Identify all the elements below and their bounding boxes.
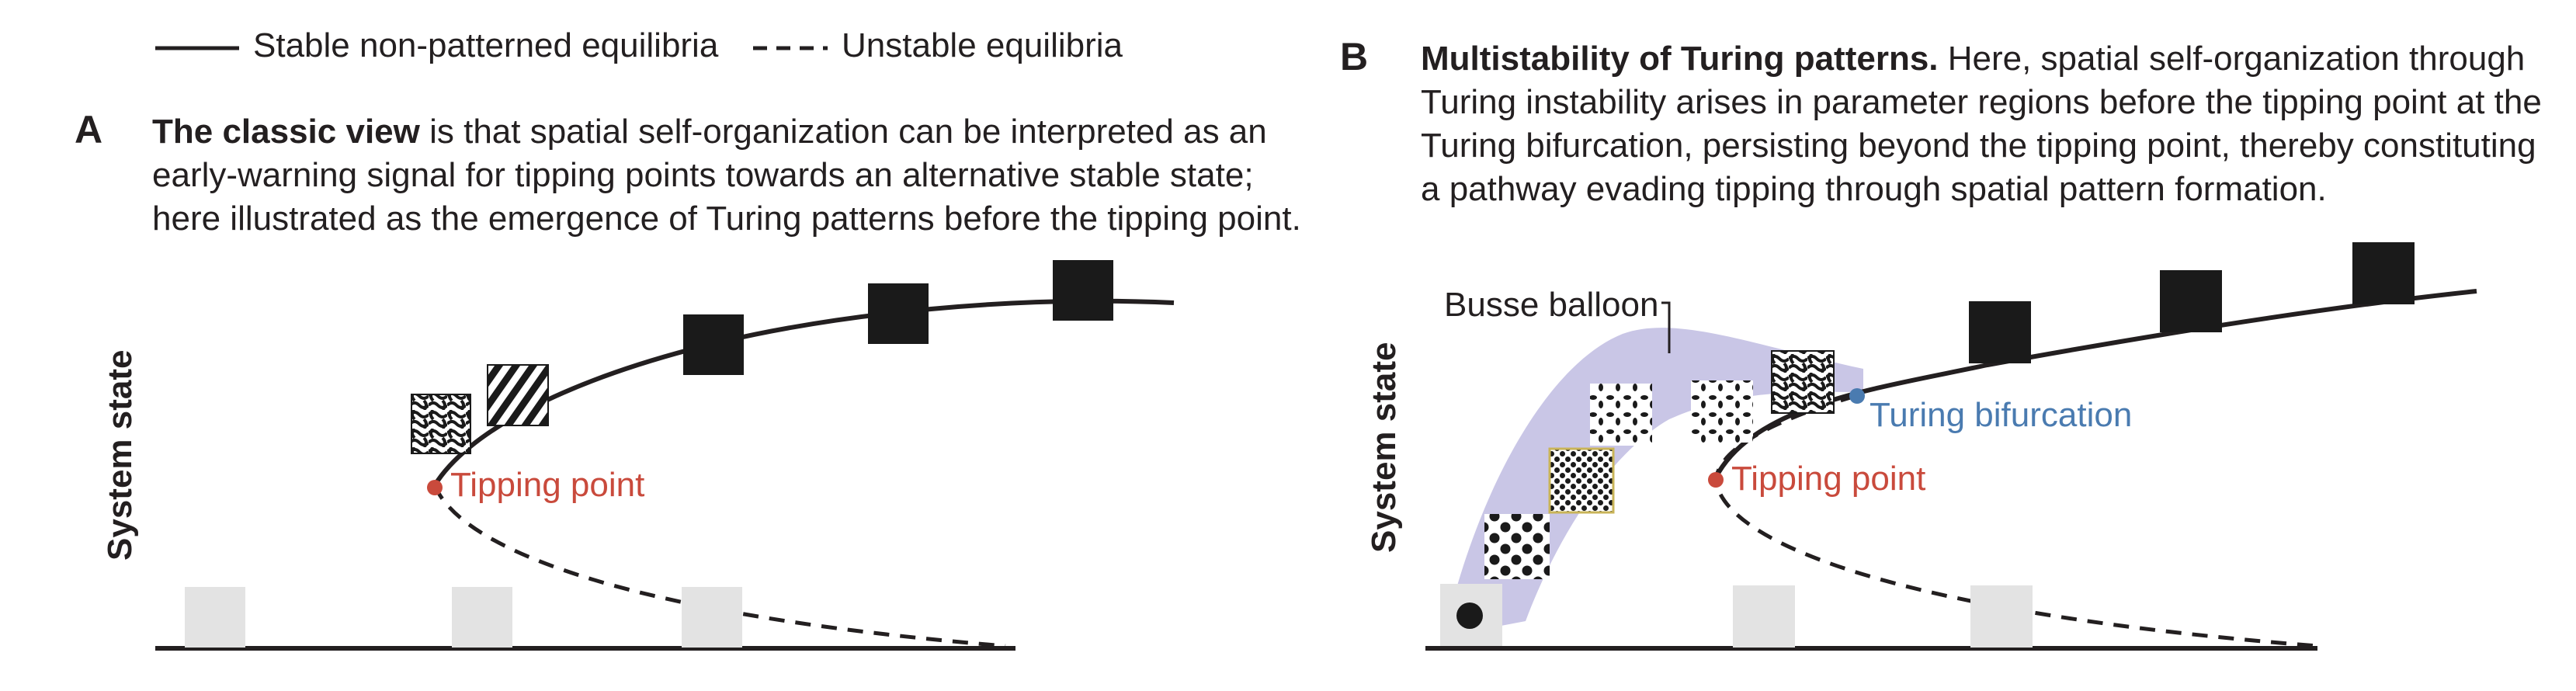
panel-b-turing-dot (1849, 388, 1865, 404)
panel-a-tile-light-2 (452, 587, 512, 648)
panel-b-tile-light-1 (1733, 585, 1795, 648)
panel-b-caption-line4: a pathway evading tipping through spatia… (1421, 170, 2327, 208)
panel-b-tile-light-2 (1970, 585, 2033, 648)
panel-a-caption: The classic view is that spatial self-or… (152, 110, 1301, 241)
panel-b-caption-line3: Turing bifurcation, persisting beyond th… (1421, 127, 2536, 165)
panel-b-caption-line1: Here, spatial self-organization through (1938, 40, 2526, 78)
panel-b-labyrinth-2 (1691, 380, 1753, 443)
spot-pattern-icon (1484, 514, 1550, 579)
dot-icon-mark (1456, 602, 1483, 629)
panel-a-tile-light-1 (185, 587, 245, 648)
panel-b-tipping-dot (1708, 472, 1724, 488)
labyrinth-pattern-icon (411, 394, 471, 454)
panel-a-y-axis-label: System state (101, 349, 139, 561)
panel-b-tipping-label: Tipping point (1731, 460, 1926, 498)
gap-pattern-icon (1548, 447, 1615, 514)
panel-a-unstable-branch (432, 484, 1006, 648)
busse-balloon-leader (1661, 301, 1671, 353)
panel-a-tile-dark-1 (683, 314, 744, 375)
busse-balloon-label: Busse balloon (1444, 286, 1659, 324)
panel-b-tile-dark-2 (2160, 270, 2222, 332)
panel-a-tile-dark-3 (1053, 260, 1113, 321)
panel-a-caption-line3: here illustrated as the emergence of Tur… (152, 200, 1301, 238)
panel-b-tile-dark-3 (2352, 242, 2415, 304)
panel-b-stripes (1771, 350, 1835, 414)
legend-stable-label: Stable non-patterned equilibria (253, 26, 719, 64)
turing-bifurcation-label: Turing bifurcation (1870, 396, 2133, 434)
panel-b-unstable-branch (1713, 394, 2318, 648)
panel-b-caption-line2: Turing instability arises in parameter r… (1421, 83, 2542, 121)
panel-a-tile-light-3 (682, 587, 742, 648)
panel-a-caption-bold: The classic view (152, 113, 420, 151)
stripe-pattern-icon (487, 364, 549, 426)
panel-a-caption-line1: is that spatial self-organization can be… (419, 113, 1267, 151)
panel-b-letter: B (1340, 35, 1369, 78)
panel-a-tipping-label: Tipping point (450, 466, 645, 504)
panel-b-labyrinth-1 (1590, 384, 1652, 446)
panel-b-tile-dark-1 (1969, 301, 2031, 363)
panel-b-y-axis-label: System state (1365, 342, 1403, 553)
panel-a-caption-line2: early-warning signal for tipping points … (152, 156, 1254, 194)
legend-unstable-label: Unstable equilibria (842, 26, 1123, 64)
panel-a-tipping-dot (427, 480, 443, 495)
panel-a-letter: A (75, 108, 103, 151)
panel-b-caption-bold: Multistability of Turing patterns. (1421, 40, 1939, 78)
panel-b-caption: Multistability of Turing patterns. Here,… (1421, 37, 2542, 211)
panel-a-tile-dark-2 (868, 283, 929, 344)
